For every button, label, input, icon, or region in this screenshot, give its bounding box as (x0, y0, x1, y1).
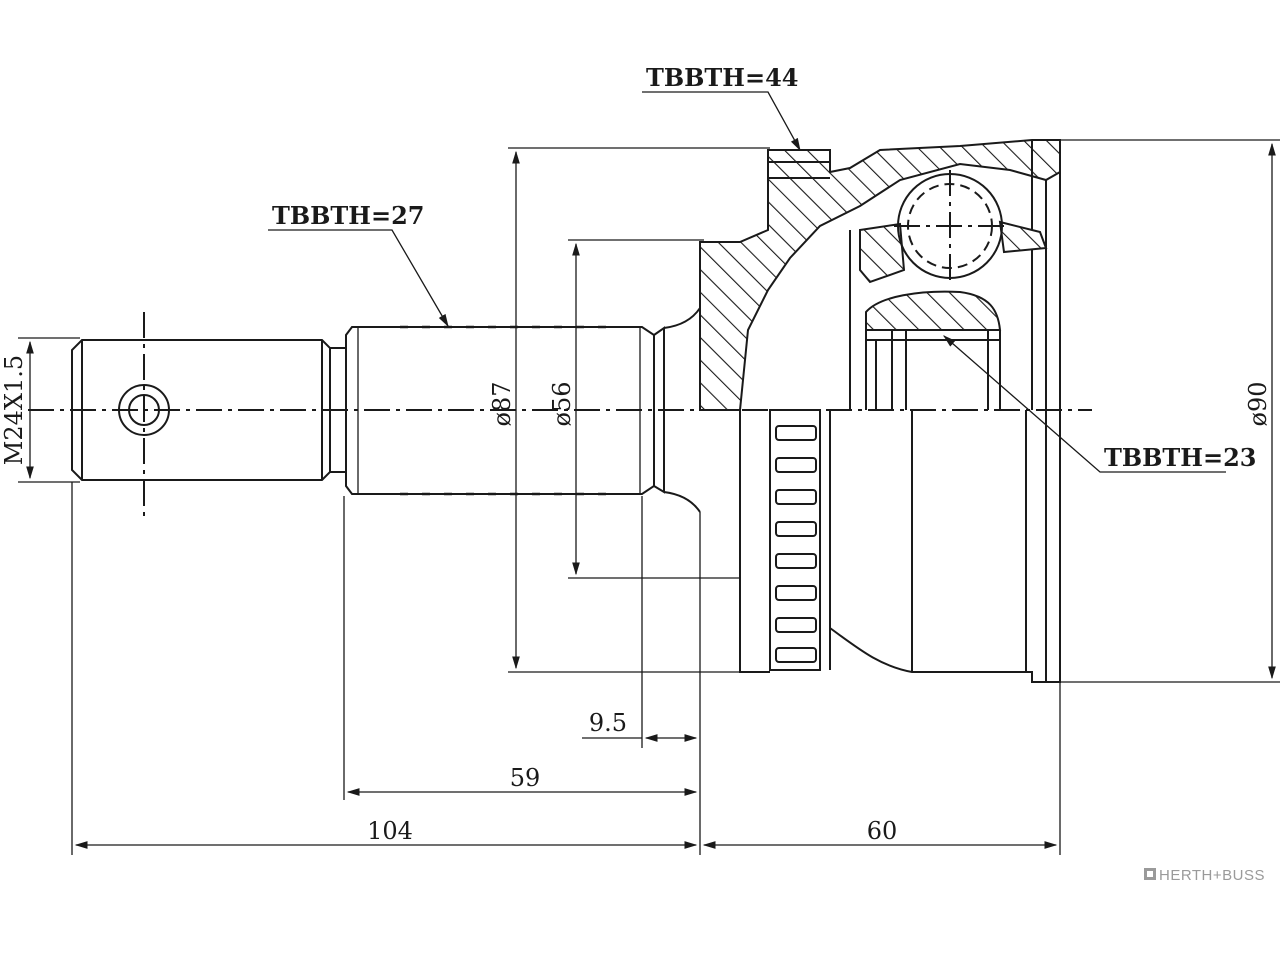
bell-lower-outline (739, 410, 1061, 683)
dimension-lines (26, 142, 1276, 849)
length-104-dimension: 104 (367, 817, 413, 845)
brand-name: HERTH+BUSS (1159, 867, 1265, 884)
teeth-44-label: TBBTH=44 (646, 63, 798, 92)
length-59-dimension: 59 (510, 764, 541, 792)
teeth-27-callout: TBBTH=27 (268, 201, 449, 328)
length-60-dimension: 60 (867, 817, 898, 845)
diameter-87-dimension: ø87 (488, 382, 516, 427)
diameter-56-dimension: ø56 (548, 382, 576, 427)
outer-bell-section (699, 139, 1061, 411)
brand: HERTH+BUSS (1144, 867, 1265, 884)
teeth-27-label: TBBTH=27 (272, 201, 424, 230)
length-9-5-dimension: 9.5 (589, 709, 627, 737)
extension-lines (18, 139, 1280, 855)
teeth-44-callout: TBBTH=44 (642, 63, 801, 152)
thread-dimension: M24X1.5 (0, 355, 28, 465)
teeth-23-callout: TBBTH=23 (943, 335, 1256, 473)
diameter-90-dimension: ø90 (1244, 382, 1272, 427)
threaded-end (71, 312, 331, 522)
abs-ring (769, 409, 831, 671)
brand-logo-icon (1144, 868, 1156, 880)
inner-race-section (849, 170, 1048, 410)
teeth-23-label: TBBTH=23 (1104, 443, 1256, 472)
abs-ring-teeth (775, 425, 817, 663)
